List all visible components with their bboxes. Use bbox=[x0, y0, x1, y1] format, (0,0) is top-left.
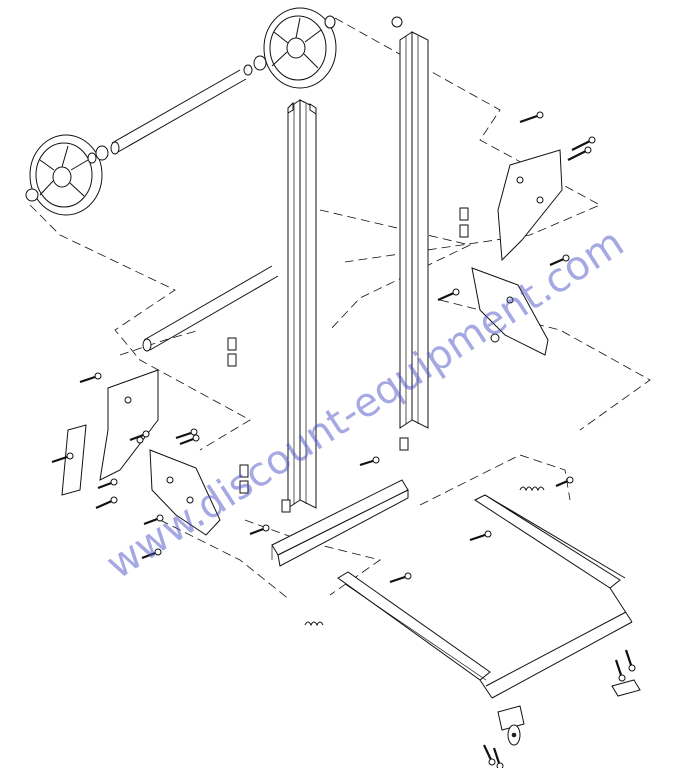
side-plate-right bbox=[471, 149, 563, 356]
bolt bbox=[143, 514, 164, 526]
lower-cross-channel bbox=[271, 479, 409, 567]
wheel-front bbox=[25, 134, 109, 216]
bolt bbox=[51, 452, 74, 464]
bolt bbox=[492, 747, 504, 768]
bolt bbox=[483, 744, 496, 766]
wheel-rear bbox=[243, 7, 337, 89]
bolt bbox=[624, 649, 636, 672]
bolt bbox=[519, 111, 544, 124]
bolt bbox=[555, 476, 574, 488]
spring-right bbox=[519, 486, 545, 492]
bolt bbox=[249, 524, 270, 536]
bolt bbox=[469, 530, 492, 542]
crossbar-rod bbox=[142, 265, 279, 352]
spring-left bbox=[304, 621, 324, 627]
bolt bbox=[141, 548, 162, 560]
bolt bbox=[614, 659, 626, 682]
bolt bbox=[179, 434, 200, 446]
bolt bbox=[359, 456, 380, 467]
bolt bbox=[95, 496, 118, 510]
caster-wheel bbox=[497, 705, 525, 746]
bolt bbox=[97, 478, 118, 490]
upright-right bbox=[391, 16, 429, 429]
axle-rod bbox=[110, 69, 247, 155]
bolt bbox=[437, 288, 460, 302]
base-platform bbox=[337, 494, 633, 699]
bolt bbox=[571, 136, 596, 151]
bolts bbox=[51, 111, 636, 768]
bolt bbox=[567, 146, 592, 161]
bolt bbox=[549, 254, 570, 267]
upright-left bbox=[287, 99, 317, 509]
bolt bbox=[389, 572, 412, 584]
foot-pad bbox=[611, 679, 641, 697]
bolt bbox=[129, 430, 150, 442]
slider-blocks bbox=[227, 207, 469, 513]
side-plate-left bbox=[61, 369, 221, 536]
bolt bbox=[175, 428, 198, 440]
bolt bbox=[79, 372, 102, 384]
